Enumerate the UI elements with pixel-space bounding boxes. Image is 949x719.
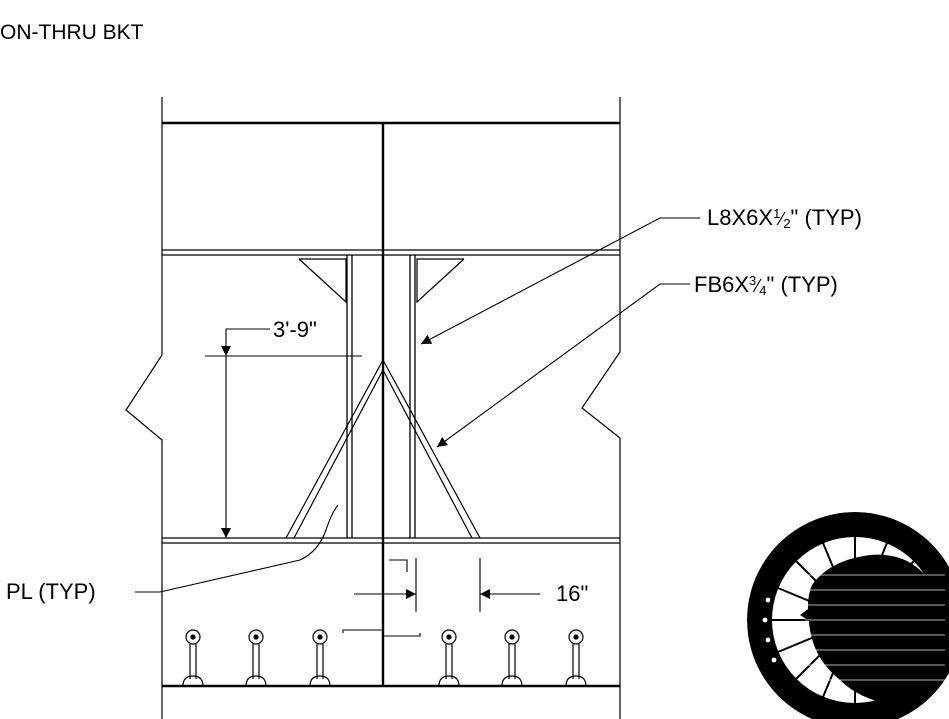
angle-callout-suffix: " (TYP) <box>790 205 862 230</box>
flat-bar-callout-suffix: " (TYP) <box>766 272 838 297</box>
height-dimension-label: 3'-9" <box>273 317 317 342</box>
flat-bar-callout-denominator: 4 <box>759 283 767 298</box>
height-dimension <box>205 328 362 538</box>
offset-dimension <box>354 558 540 612</box>
angle-callout-label: L8X6X1⁄2" (TYP) <box>707 205 862 231</box>
section-cut-line <box>342 629 421 637</box>
horizontal-members <box>162 121 620 688</box>
plate-callout-label: PL (TYP) <box>6 579 96 604</box>
vertical-angles <box>346 255 416 538</box>
offset-dimension-label: 16" <box>556 581 589 606</box>
diagonal-flat-bars <box>285 359 481 539</box>
drawing-title: ON-THRU BKT <box>0 21 144 44</box>
callout-leaders <box>135 217 700 593</box>
flat-bar-callout-label: FB6X3⁄4" (TYP) <box>694 272 838 298</box>
shear-studs <box>182 629 587 687</box>
knee-braces <box>298 258 465 304</box>
angle-callout-denominator: 2 <box>783 216 791 231</box>
angle-callout-slash: ⁄ <box>780 209 784 229</box>
flat-bar-callout-numerator: 3 <box>749 273 757 288</box>
angle-callout-prefix: L8X6X <box>707 205 774 230</box>
angle-callout-numerator: 1 <box>773 206 781 221</box>
flat-bar-callout-prefix: FB6X <box>694 272 750 297</box>
column-outline <box>125 97 621 719</box>
flat-bar-callout-slash: ⁄ <box>756 276 760 296</box>
usap-seal <box>747 512 949 719</box>
